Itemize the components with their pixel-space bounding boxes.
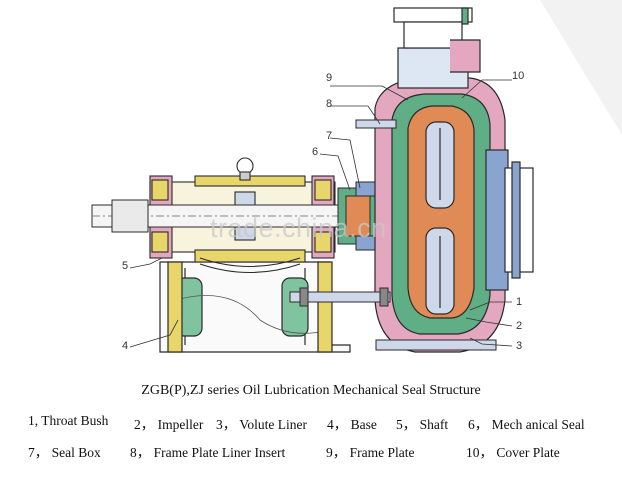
callout-1: 1 — [516, 296, 523, 308]
figure-caption: ZGB(P),ZJ series Oil Lubrication Mechani… — [141, 383, 481, 398]
legend-item-cover-plate: 10， Cover Plate — [466, 445, 560, 460]
legend-item-seal-box: 7， Seal Box — [28, 445, 101, 460]
legend-item-volute-liner: 3， Volute Liner — [216, 417, 307, 432]
callout-7: 7 — [326, 130, 333, 142]
base-frame — [159, 261, 351, 353]
legend-item-throat-bush: 1, Throat Bush — [28, 413, 109, 428]
legend-row-1: 1, Throat Bush 2， Impeller 3， Volute Lin… — [0, 413, 622, 432]
callout-10: 10 — [512, 70, 525, 82]
tie-bolts — [289, 119, 497, 351]
discharge-pipe — [393, 7, 481, 89]
legend-item-shaft: 5， Shaft — [396, 417, 449, 432]
callout-9: 9 — [326, 72, 333, 84]
legend-item-mechanical-seal: 6， Mech anical Seal — [468, 417, 585, 432]
callout-2: 2 — [516, 320, 523, 332]
corner-decoration — [540, 0, 622, 135]
legend-row-2: 7， Seal Box 8， Frame Plate Liner Insert … — [0, 441, 622, 460]
seal-box — [337, 181, 379, 251]
legend-item-frame-plate-liner-insert: 8， Frame Plate Liner Insert — [130, 445, 286, 460]
callout-leaders — [129, 79, 513, 348]
callout-4: 4 — [122, 340, 129, 352]
callout-8: 8 — [326, 98, 333, 110]
legend-item-base: 4， Base — [327, 417, 377, 432]
callout-3: 3 — [516, 340, 523, 352]
legend-item-frame-plate: 9， Frame Plate — [326, 445, 415, 460]
pump-casing — [374, 77, 509, 353]
callout-5: 5 — [122, 260, 129, 272]
suction-flange — [504, 161, 534, 279]
callout-6: 6 — [312, 146, 319, 158]
watermark: trade.china.cn — [210, 213, 387, 243]
legend-item-impeller: 2， Impeller — [134, 417, 204, 432]
